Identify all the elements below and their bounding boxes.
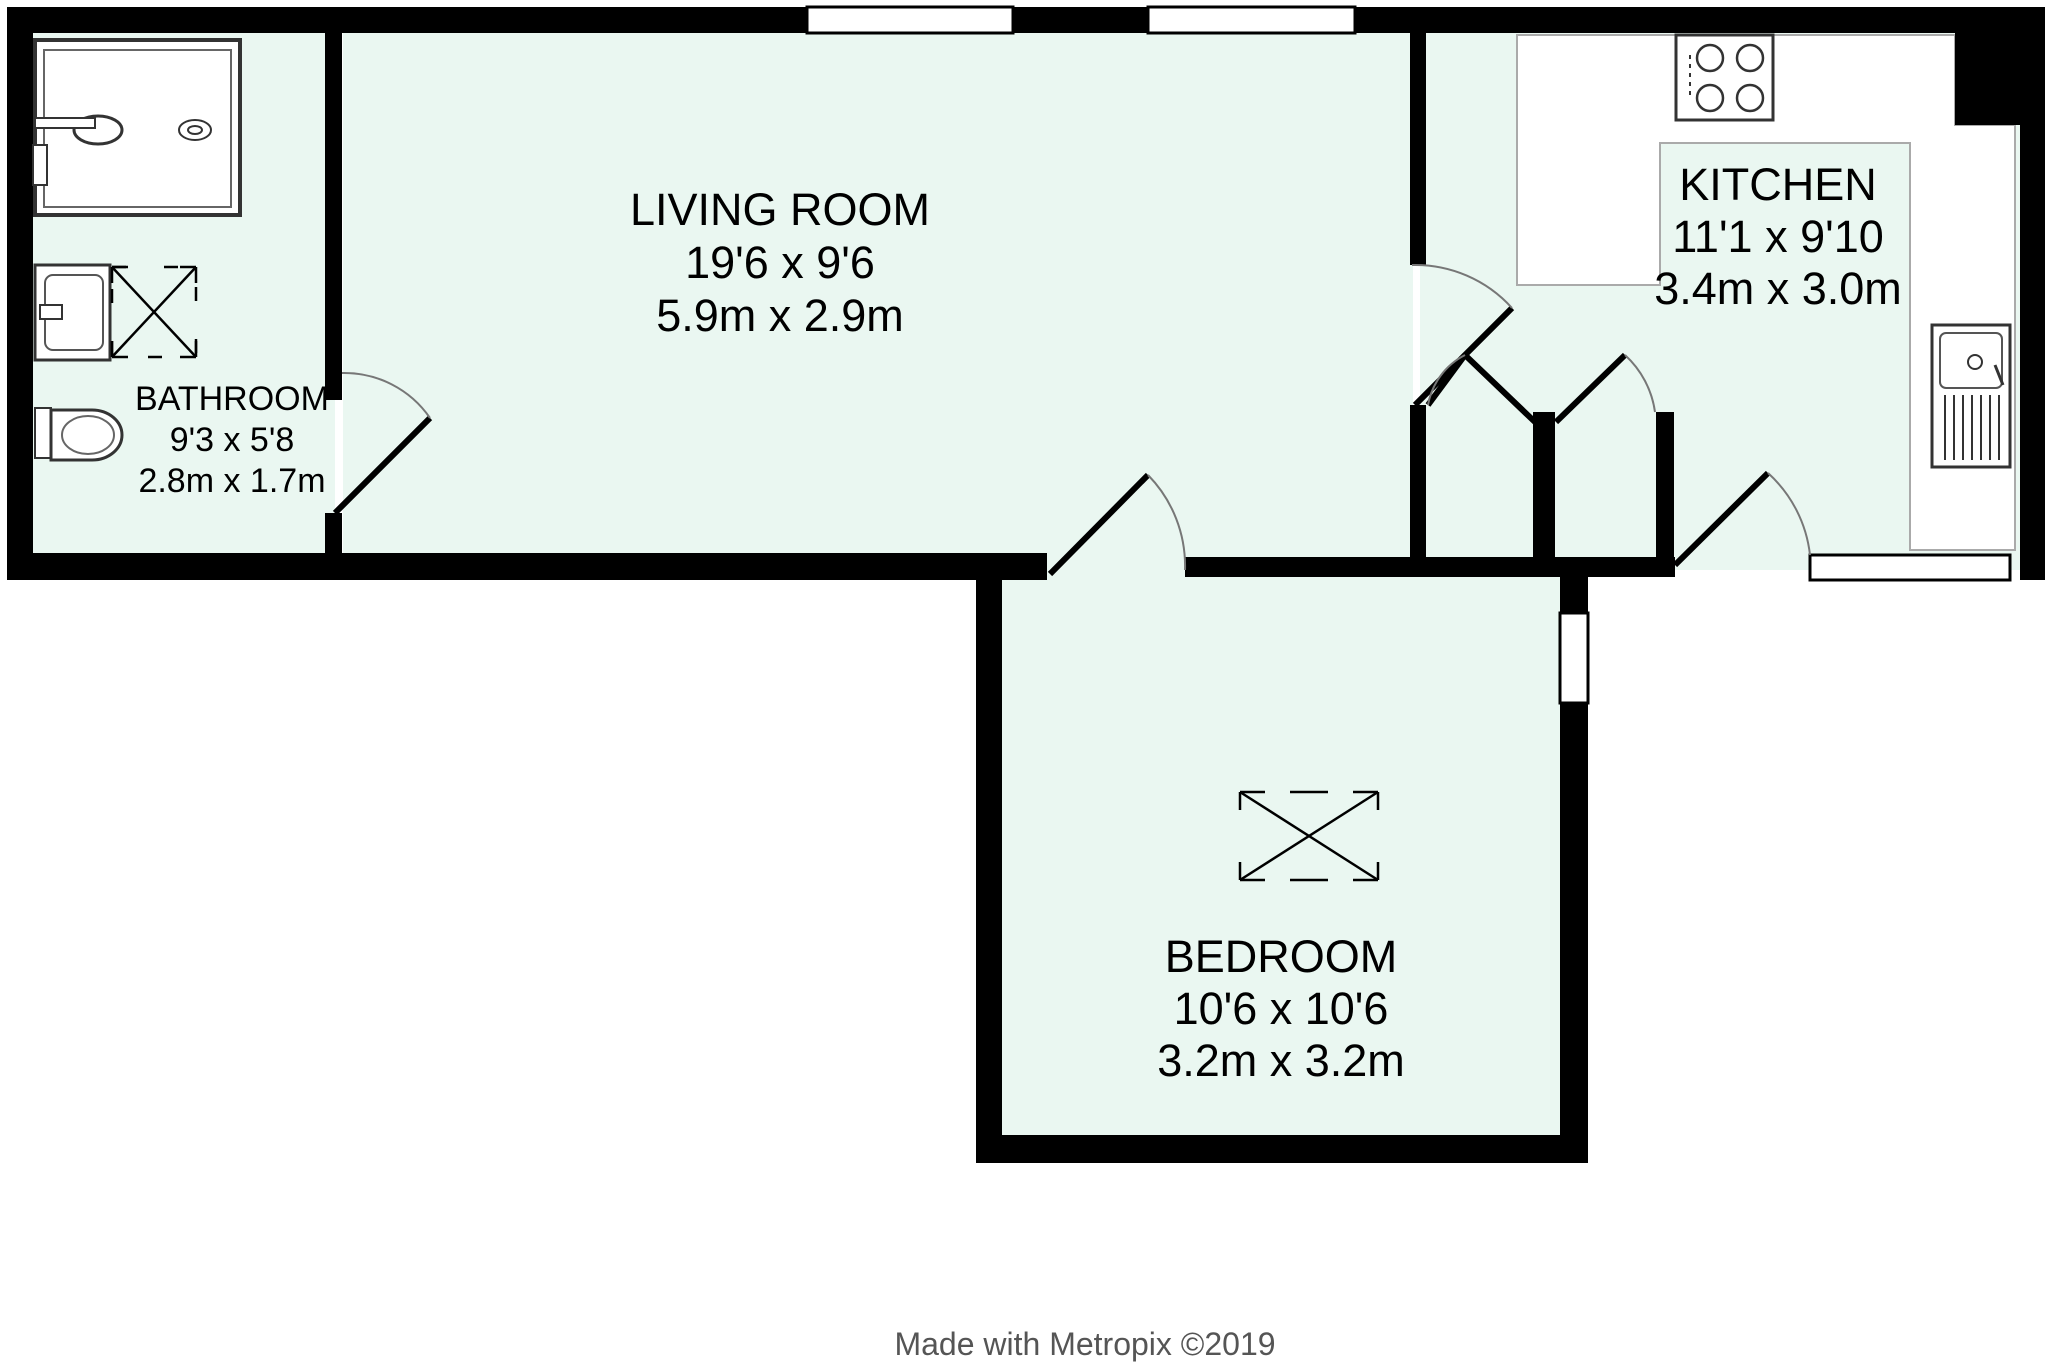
wall-bedroom-bottom <box>976 1135 1588 1163</box>
room-imperial-size: 10'6 x 10'6 <box>1174 983 1389 1034</box>
skylight-icon <box>110 265 198 359</box>
wall-left <box>7 7 33 580</box>
room-name: KITCHEN <box>1679 159 1877 210</box>
window-icon <box>1146 5 1357 35</box>
door-swing-icon <box>1425 352 1538 425</box>
wall-bedroom-right-lower <box>1560 703 1588 1163</box>
wall-bedroom-left <box>976 570 1002 1163</box>
door-swing-icon <box>332 371 433 516</box>
window-icon <box>1558 611 1590 705</box>
window-icon <box>805 5 1015 35</box>
hob-icon <box>1674 33 1775 122</box>
room-name: LIVING ROOM <box>630 184 930 235</box>
wall-cupboard-b <box>1533 412 1555 565</box>
door-swing-icon <box>1553 352 1656 425</box>
window-icon <box>1808 553 2012 582</box>
sink-icon <box>1930 323 2012 469</box>
footer-credit: Made with Metropix ©2019 <box>894 1326 1275 1362</box>
wall-top-left <box>7 7 807 33</box>
bedroom-label: BEDROOM 10'6 x 10'6 3.2m x 3.2m <box>1157 931 1405 1086</box>
washbasin-icon <box>33 263 112 362</box>
room-metric-size: 3.2m x 3.2m <box>1157 1035 1405 1086</box>
kitchen-label: KITCHEN 11'1 x 9'10 3.4m x 3.0m <box>1654 159 1902 314</box>
wall-cupboard-c <box>1656 412 1674 565</box>
walls <box>7 7 2045 1163</box>
room-imperial-size: 11'1 x 9'10 <box>1672 211 1884 262</box>
room-metric-size: 2.8m x 1.7m <box>138 462 325 500</box>
windows <box>805 5 2012 705</box>
room-name: BEDROOM <box>1165 931 1398 982</box>
door-swing-icon <box>1672 470 1811 568</box>
skylight-icon <box>1238 790 1380 882</box>
door-swing-icon <box>1047 472 1187 577</box>
bathroom-label: BATHROOM 9'3 x 5'8 2.8m x 1.7m <box>135 380 329 500</box>
room-metric-size: 5.9m x 2.9m <box>656 290 904 341</box>
wall-bottom-left <box>7 553 1047 580</box>
wall-cupboard-a <box>1410 405 1426 565</box>
doors <box>332 263 1811 577</box>
room-name: BATHROOM <box>135 380 329 418</box>
wall-bedroom-right-upper <box>1560 570 1588 613</box>
room-metric-size: 3.4m x 3.0m <box>1654 263 1902 314</box>
shower-tray-icon <box>32 38 242 217</box>
room-imperial-size: 19'6 x 9'6 <box>685 237 875 288</box>
wall-right <box>2020 7 2045 580</box>
wall-top-right <box>1355 7 1968 33</box>
toilet-icon <box>34 407 124 462</box>
floor-areas <box>30 30 2020 1135</box>
wall-top-mid <box>1013 7 1148 33</box>
living-room-floor <box>343 30 1413 555</box>
wall-bathroom-living-lower <box>325 513 342 555</box>
room-imperial-size: 9'3 x 5'8 <box>170 421 295 459</box>
living-room-label: LIVING ROOM 19'6 x 9'6 5.9m x 2.9m <box>630 184 930 341</box>
wall-bathroom-living-upper <box>325 30 342 400</box>
wall-living-kitchen <box>1410 30 1426 265</box>
